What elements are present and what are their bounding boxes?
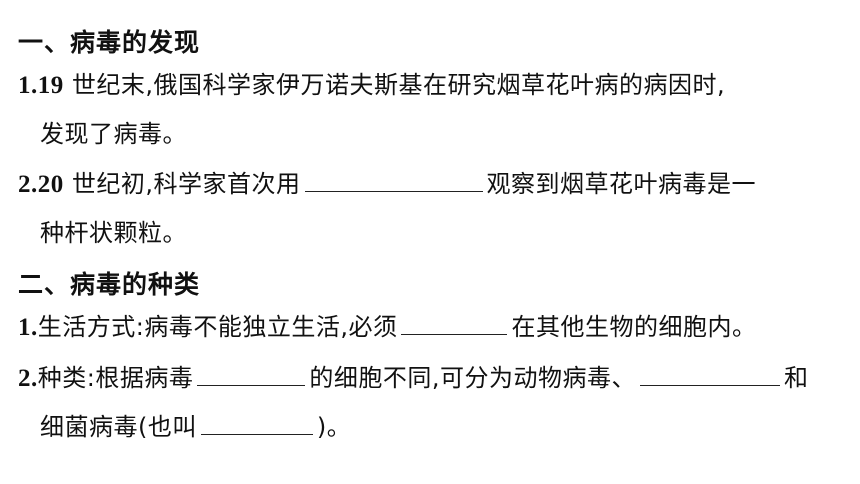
item-number: 2. xyxy=(18,365,38,392)
question-text: 种类:根据病毒 xyxy=(37,364,194,392)
question-text: 生活方式:病毒不能独立生活,必须 xyxy=(37,313,398,341)
question-1-1: 1.19 世纪末,俄国科学家伊万诺夫斯基在研究烟草花叶病的病因时, 发现了病毒。 xyxy=(18,70,840,149)
question-text: 世纪末,俄国科学家伊万诺夫斯基在研究烟草花叶病的病因时, xyxy=(63,71,726,99)
question-2-1: 1.生活方式:病毒不能独立生活,必须 在其他生物的细胞内。 xyxy=(18,312,840,343)
item-number: 2.20 xyxy=(18,171,64,198)
section-heading-virus-types: 二、病毒的种类 xyxy=(18,270,201,299)
question-text-continued: 发现了病毒。 xyxy=(40,120,187,148)
question-text-continued: 细菌病毒(也叫 xyxy=(40,413,197,441)
question-text: 观察到烟草花叶病毒是一 xyxy=(486,170,757,198)
question-text-continued: 种杆状颗粒。 xyxy=(40,219,187,247)
fill-blank[interactable] xyxy=(304,169,483,192)
item-number: 1. xyxy=(18,314,38,341)
question-text: 和 xyxy=(783,364,809,392)
fill-blank[interactable] xyxy=(200,412,313,435)
fill-blank[interactable] xyxy=(197,363,306,386)
section-heading-virus-discovery: 一、病毒的发现 xyxy=(18,28,201,57)
question-text: )。 xyxy=(316,413,352,441)
question-text: 世纪初,科学家首次用 xyxy=(63,170,301,198)
question-2-2: 2.种类:根据病毒 的细胞不同,可分为动物病毒、 和 细菌病毒(也叫 )。 xyxy=(18,363,840,442)
question-text: 的细胞不同,可分为动物病毒、 xyxy=(309,364,636,392)
question-text: 在其他生物的细胞内。 xyxy=(511,313,757,341)
fill-blank[interactable] xyxy=(401,312,508,335)
question-1-2: 2.20 世纪初,科学家首次用 观察到烟草花叶病毒是一 种杆状颗粒。 xyxy=(18,169,840,248)
fill-blank[interactable] xyxy=(639,363,780,386)
item-number: 1.19 xyxy=(18,72,64,99)
